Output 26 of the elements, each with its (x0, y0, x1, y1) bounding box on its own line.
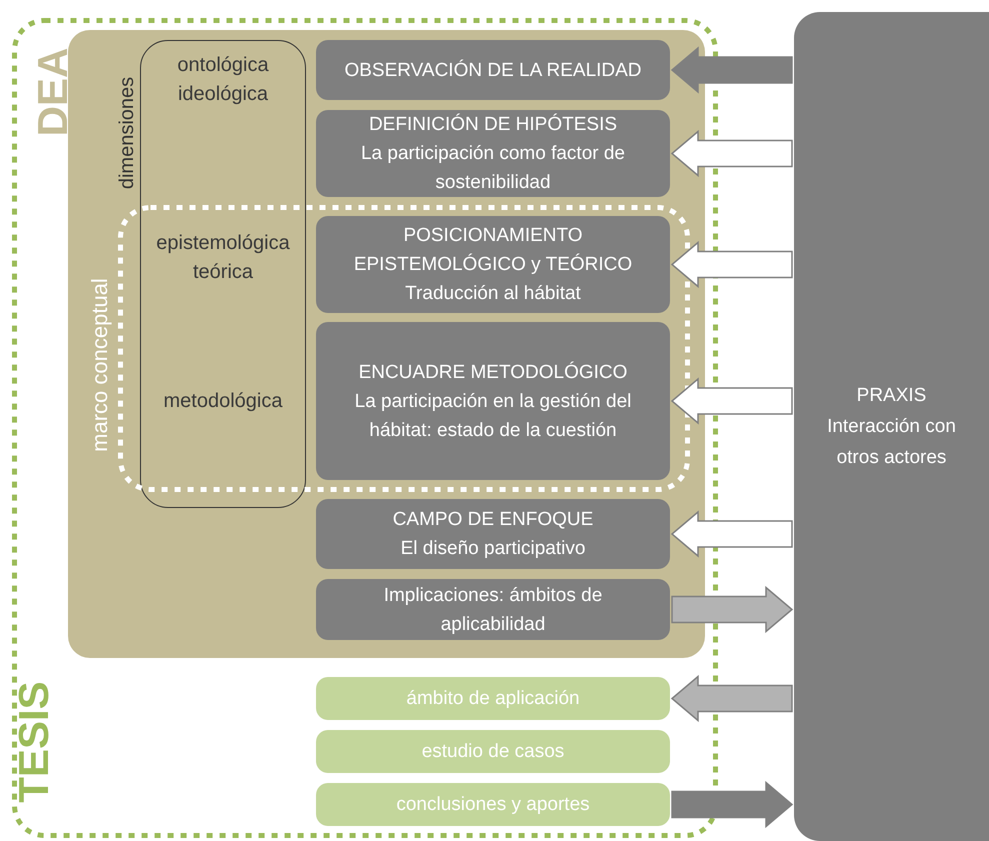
block-arrow (670, 130, 793, 178)
block-arrow (670, 240, 793, 288)
step-box: POSICIONAMIENTO EPISTEMOLÓGICO y TEÓRICO Traducción al hábitat (316, 216, 670, 313)
dimension-label: ontológica ideológica (176, 53, 270, 107)
block-arrow (670, 377, 793, 425)
step-box: conclusiones y aportes (316, 783, 670, 826)
rotated-label: marco conceptual (89, 278, 111, 452)
block-arrow (670, 46, 793, 94)
block-arrow (670, 510, 793, 558)
panel-title: DEA (32, 48, 74, 136)
rotated-label: dimensiones (117, 76, 137, 190)
step-box: ENCUADRE METODOLÓGICO La participación en la gestión del hábitat: estado de la cuestión (316, 322, 670, 480)
dimension-label: metodológica (162, 389, 284, 414)
step-box: DEFINICIÓN DE HIPÓTESIS La participación como factor de sostenibilidad (316, 110, 670, 197)
block-arrow (671, 780, 794, 828)
praxis-panel: PRAXIS Interacción con otros actores (794, 12, 989, 841)
step-box: CAMPO DE ENFOQUE El diseño participativo (316, 499, 670, 569)
step-box: OBSERVACIÓN DE LA REALIDAD (316, 40, 670, 100)
step-box: estudio de casos (316, 730, 670, 773)
dimension-label: epistemológica teórica (155, 231, 291, 285)
tesis-region (12, 18, 718, 838)
step-box: ámbito de aplicación (316, 677, 670, 720)
block-arrow (670, 674, 793, 722)
step-box: Implicaciones: ámbitos de aplicabilidad (316, 579, 670, 640)
region-title: TESIS (13, 681, 55, 803)
block-arrow (671, 586, 794, 634)
